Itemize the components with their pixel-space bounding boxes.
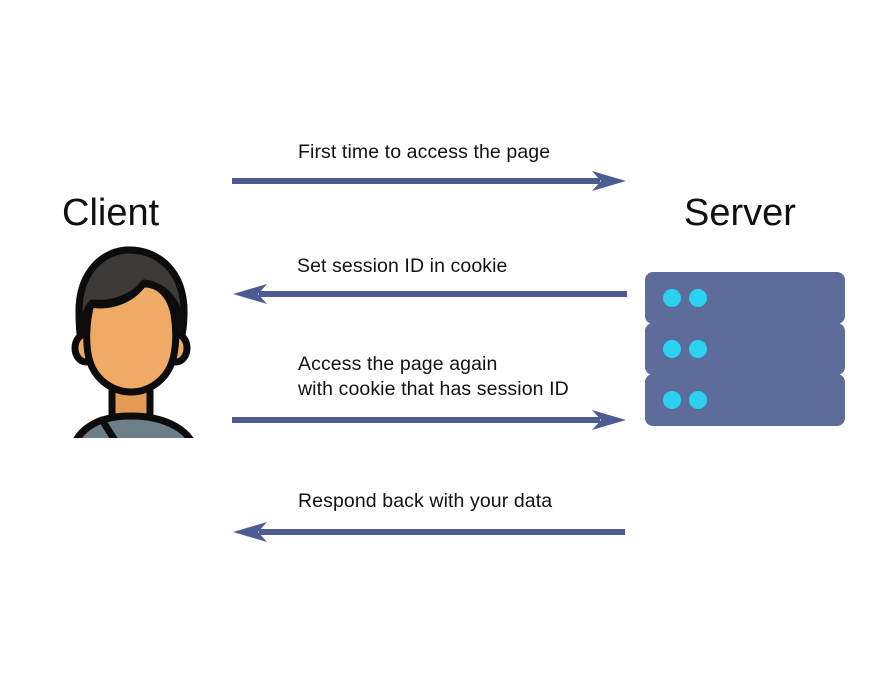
client-label: Client xyxy=(62,192,160,234)
server-led-icon xyxy=(689,289,707,307)
message-4-label: Respond back with your data xyxy=(298,490,553,512)
server-led-icon xyxy=(663,289,681,307)
server-unit xyxy=(645,323,845,375)
server-unit xyxy=(645,374,845,426)
message-3-label: Access the page again with cookie that h… xyxy=(298,353,569,400)
message-4-arrow-left xyxy=(233,522,625,542)
server-unit xyxy=(645,272,845,324)
server-led-icon xyxy=(663,340,681,358)
server-led-icon xyxy=(689,340,707,358)
server-rack-icon xyxy=(645,272,845,426)
client-person-with-laptop-icon xyxy=(71,246,194,438)
message-2-arrow-left xyxy=(233,284,627,304)
server-label: Server xyxy=(684,192,796,234)
message-1-arrow-right xyxy=(232,171,626,191)
server-led-icon xyxy=(689,391,707,409)
server-led-icon xyxy=(663,391,681,409)
message-3-arrow-right xyxy=(232,410,626,430)
message-2-label: Set session ID in cookie xyxy=(297,255,508,277)
message-1-label: First time to access the page xyxy=(298,141,551,163)
